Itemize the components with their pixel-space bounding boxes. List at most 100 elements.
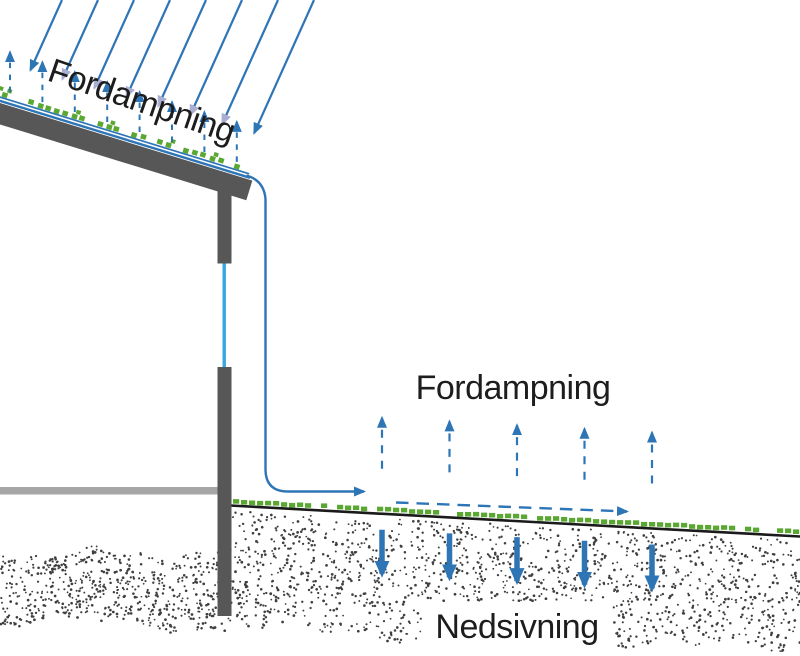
soil-dot xyxy=(311,523,314,526)
soil-dot xyxy=(625,576,628,579)
soil-dot xyxy=(132,575,135,578)
soil-dot xyxy=(92,580,95,584)
soil-dot xyxy=(178,592,181,595)
soil-dot xyxy=(791,576,794,579)
soil-dot xyxy=(127,558,131,561)
soil-dot xyxy=(645,584,648,587)
soil-dot xyxy=(764,550,767,554)
soil-dot xyxy=(205,612,209,616)
soil-dot xyxy=(626,574,629,577)
soil-dot xyxy=(760,644,764,648)
soil-dot xyxy=(373,574,376,577)
soil-dot xyxy=(396,638,399,641)
soil-dot xyxy=(462,547,466,550)
soil-dot xyxy=(120,606,123,610)
soil-dot xyxy=(481,538,484,541)
soil-dot xyxy=(246,614,248,617)
soil-dot xyxy=(628,627,631,630)
soil-dot xyxy=(280,534,283,537)
soil-dot xyxy=(733,583,737,586)
soil-dot xyxy=(557,563,560,567)
rain-arrows xyxy=(29,0,316,135)
soil-dot xyxy=(630,600,634,603)
soil-dot xyxy=(265,515,269,519)
soil-dot xyxy=(105,555,109,559)
soil-dot xyxy=(164,627,168,631)
soil-dot xyxy=(33,605,37,608)
soil-dot xyxy=(144,595,148,598)
soil-dot xyxy=(442,528,445,531)
soil-dot xyxy=(767,619,770,621)
soil-dot xyxy=(369,621,372,624)
soil-dot xyxy=(771,598,774,601)
soil-dot xyxy=(307,548,310,551)
soil-dot xyxy=(399,569,402,572)
soil-dot xyxy=(671,593,674,596)
soil-dot xyxy=(696,587,699,590)
soil-dot xyxy=(301,542,305,546)
soil-dot xyxy=(624,646,628,649)
soil-dot xyxy=(673,612,676,616)
soil-dot xyxy=(661,555,665,558)
soil-dot xyxy=(161,577,164,580)
soil-dot xyxy=(445,587,448,590)
soil-dot xyxy=(10,586,13,589)
soil-dot xyxy=(80,581,83,584)
soil-dot xyxy=(772,566,775,569)
soil-dot xyxy=(259,520,262,523)
soil-dot xyxy=(571,527,575,531)
soil-dot xyxy=(36,580,40,583)
soil-dot xyxy=(6,621,9,624)
soil-dot xyxy=(752,607,754,610)
soil-dot xyxy=(346,551,349,554)
soil-dot xyxy=(15,591,17,594)
soil-dot xyxy=(32,563,35,566)
soil-dot xyxy=(372,549,375,552)
soil-dot xyxy=(477,561,480,564)
soil-dot xyxy=(779,541,782,544)
soil-dot xyxy=(271,585,274,588)
soil-dot xyxy=(325,585,328,588)
soil-dot xyxy=(20,567,23,570)
soil-dot xyxy=(479,575,483,578)
soil-dot xyxy=(549,536,552,539)
soil-dot xyxy=(348,560,351,564)
soil-dot xyxy=(692,534,695,537)
vegetation-tuft xyxy=(409,509,416,514)
soil-dot xyxy=(456,538,459,541)
soil-dot xyxy=(247,624,250,628)
soil-dot xyxy=(9,621,13,625)
soil-dot xyxy=(181,579,184,582)
soil-dot xyxy=(114,557,117,560)
soil-dot xyxy=(643,624,647,628)
soil-dot xyxy=(307,541,310,545)
soil-dot xyxy=(214,606,217,609)
soil-dot xyxy=(382,601,385,605)
soil-dot xyxy=(518,591,521,594)
soil-dot xyxy=(355,623,358,625)
soil-dot xyxy=(635,553,639,557)
soil-dot xyxy=(667,616,670,619)
soil-dot xyxy=(435,521,439,525)
soil-dot xyxy=(555,598,558,601)
soil-dot xyxy=(658,618,662,621)
soil-dot xyxy=(153,578,156,581)
soil-dot xyxy=(133,595,137,599)
soil-dot xyxy=(781,563,785,566)
soil-dot xyxy=(716,545,719,548)
soil-dot xyxy=(147,619,150,622)
soil-dot xyxy=(172,603,176,606)
soil-dot xyxy=(274,598,277,601)
soil-dot xyxy=(741,613,744,616)
soil-dot xyxy=(0,622,3,626)
soil-dot xyxy=(49,585,52,588)
soil-dot xyxy=(564,548,566,551)
soil-dot xyxy=(646,641,650,645)
soil-dot xyxy=(63,588,66,591)
soil-dot xyxy=(671,541,674,544)
soil-dot xyxy=(15,602,18,605)
soil-dot xyxy=(96,611,99,614)
soil-dot xyxy=(441,536,444,539)
soil-dot xyxy=(266,609,269,613)
soil-dot xyxy=(377,613,380,616)
